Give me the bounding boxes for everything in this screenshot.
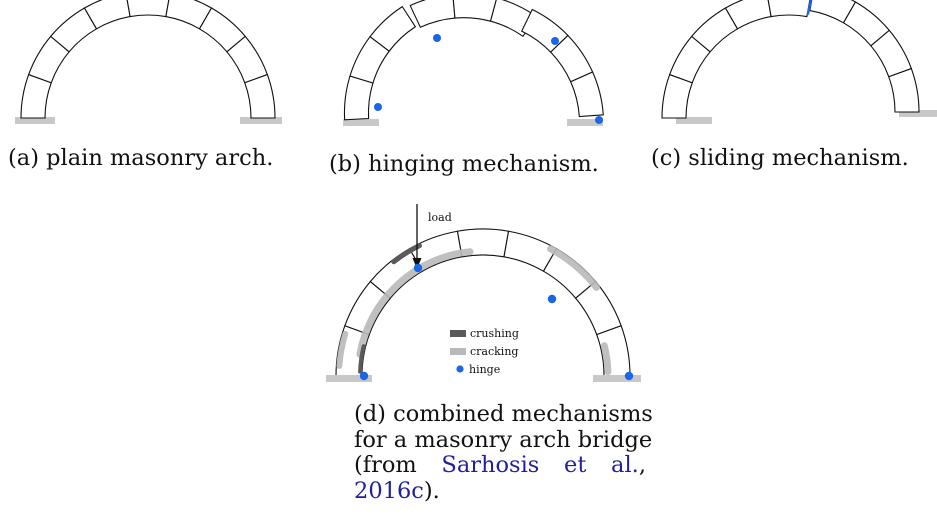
legend-cracking-swatch <box>450 348 466 355</box>
hinge-dot-icon <box>359 371 369 381</box>
voussoir-block <box>83 0 131 30</box>
caption-c: (c) sliding mechanism. <box>651 145 909 171</box>
caption-d-comma: , <box>638 452 646 478</box>
arch-segment-right <box>520 8 604 118</box>
hinge-dot-icon <box>547 294 557 304</box>
hinge-dot-icon <box>624 371 634 381</box>
caption-d-from: (from <box>354 452 417 478</box>
abutment-icon <box>343 119 379 126</box>
abutment-icon <box>899 110 937 117</box>
caption-d-line-2: for a masonry arch bridge <box>354 426 653 453</box>
abutment-icon <box>326 375 372 382</box>
crushing-zone <box>358 344 366 374</box>
citation-link-et[interactable]: et <box>564 452 587 478</box>
legend-crushing-label: crushing <box>470 327 519 340</box>
voussoir-block <box>369 5 417 52</box>
arch-segment-crown <box>409 0 538 38</box>
load-label: load <box>428 211 452 224</box>
sliding-joint-line <box>806 0 813 15</box>
voussoir-block <box>595 325 631 377</box>
load-arrow-icon <box>412 204 422 269</box>
hinge-dot-icon <box>413 263 423 273</box>
citation-link-year[interactable]: 2016c <box>354 477 424 504</box>
cracking-zone <box>336 330 349 369</box>
cracking-zone <box>356 248 474 358</box>
voussoir-block <box>724 0 772 30</box>
caption-d-line-3: (from Sarhosis et al., <box>354 452 646 479</box>
citation-link-al[interactable]: al. <box>611 452 639 478</box>
crushing-zone <box>391 243 422 265</box>
caption-d-line-1: (d) combined mechanisms <box>354 401 653 427</box>
panel-c-sliding-mechanism <box>661 0 937 124</box>
caption-a: (a) plain masonry arch. <box>8 145 274 171</box>
voussoir-block <box>126 0 170 18</box>
caption-d-end: ). <box>423 477 440 504</box>
voussoir-block <box>244 73 276 119</box>
abutment-icon <box>567 119 603 126</box>
caption-d: (d) combined mechanisms for a masonry ar… <box>354 401 653 505</box>
abutment-icon <box>15 117 55 124</box>
legend-crushing-swatch <box>450 330 466 337</box>
hinge-dot-icon <box>433 34 441 42</box>
voussoir-block <box>767 0 811 18</box>
arch-segment-sliding <box>809 0 920 113</box>
caption-b: (b) hinging mechanism. <box>329 151 599 177</box>
panel-b-hinging-mechanism <box>343 0 604 126</box>
abutment-icon <box>593 375 641 382</box>
voussoir-block <box>452 0 498 22</box>
arch-segment-fixed <box>661 0 811 119</box>
citation-link-author[interactable]: Sarhosis <box>441 452 540 478</box>
hinge-dot-icon <box>595 116 603 124</box>
voussoir-block <box>888 67 920 113</box>
cracking-zone <box>600 342 612 376</box>
abutment-icon <box>240 117 282 124</box>
voussoir-block <box>569 71 604 118</box>
legend: crushing cracking hinge <box>450 327 519 376</box>
cracking-zone <box>547 245 600 291</box>
legend-hinge-label: hinge <box>469 363 500 376</box>
voussoir-block <box>409 0 456 29</box>
legend-cracking-label: cracking <box>470 345 518 358</box>
abutment-icon <box>676 117 712 124</box>
zones <box>335 228 631 377</box>
hinge-dot-icon <box>374 103 382 111</box>
panel-a-plain-arch <box>15 0 282 124</box>
arch-segment-left <box>343 5 417 121</box>
hinge-dot-icon <box>551 37 559 45</box>
legend-hinge-icon <box>456 365 464 373</box>
caption-d-line-4: 2016c). <box>354 477 646 505</box>
panel-d-combined-mechanisms: load crushing cracking hinge <box>326 204 641 382</box>
